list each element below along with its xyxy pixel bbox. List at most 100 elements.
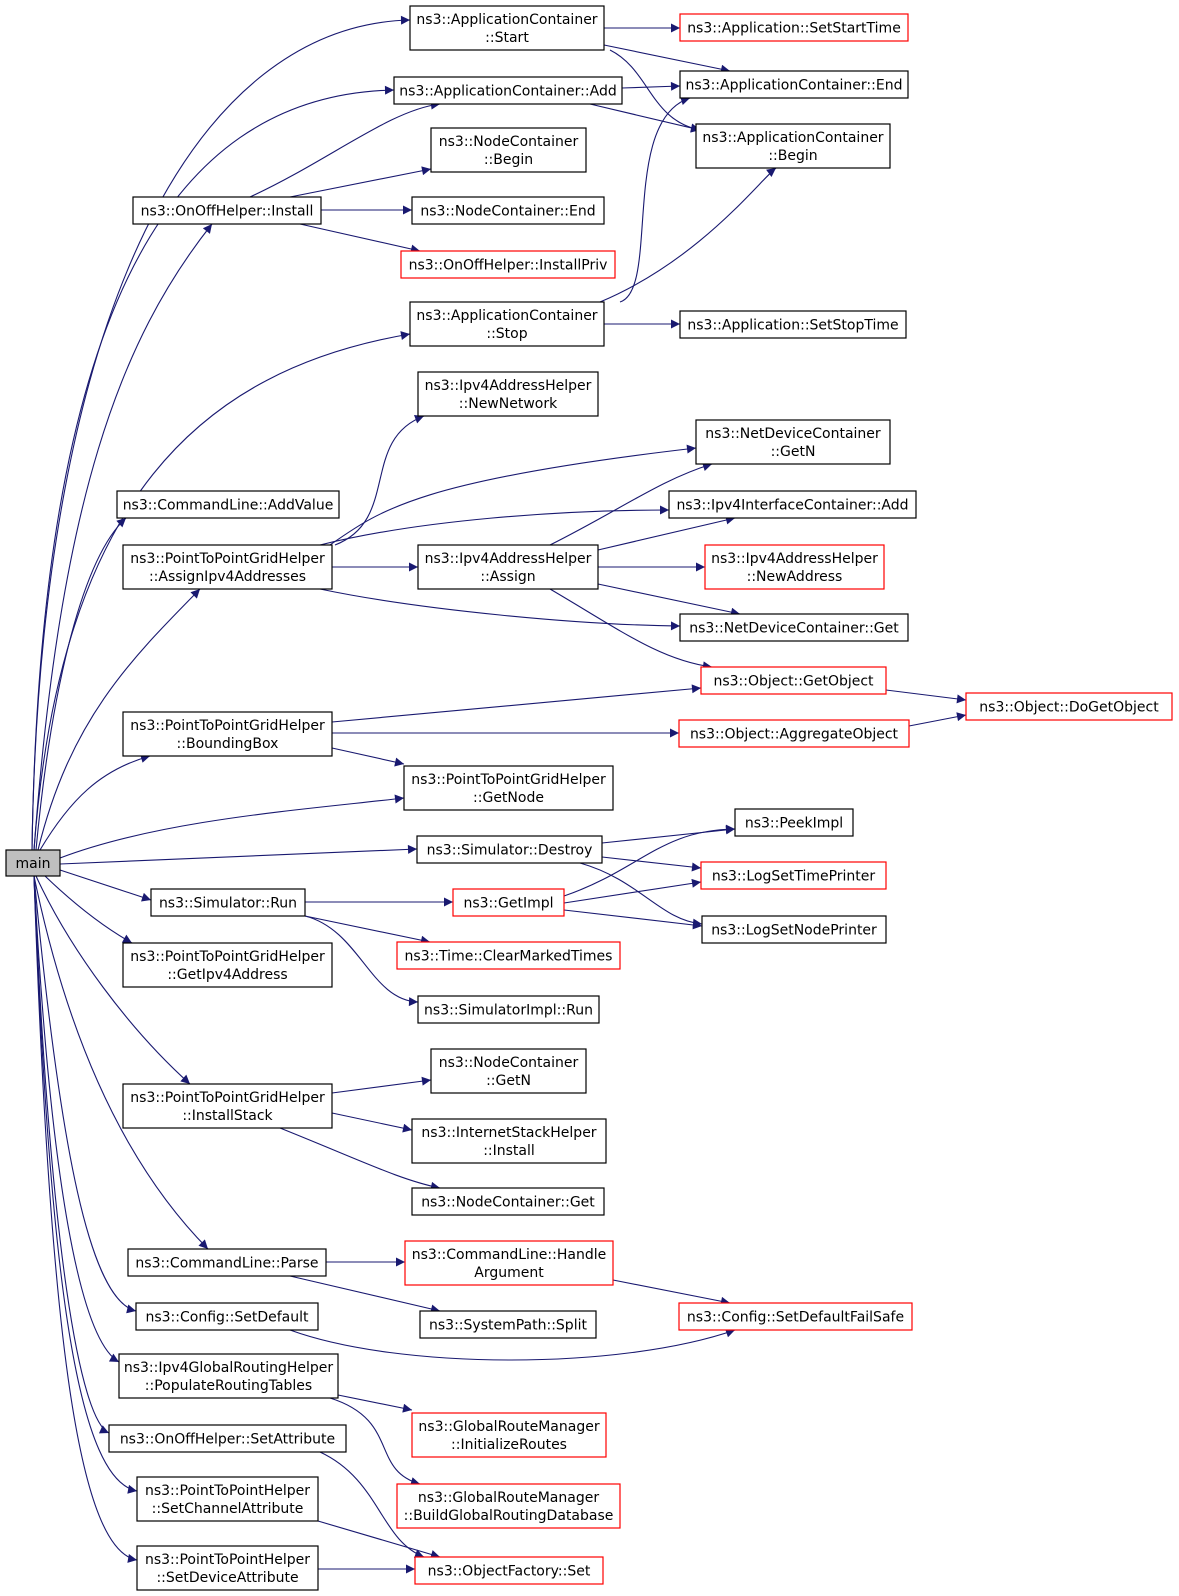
node-box [411, 1412, 607, 1458]
node-time_clear[interactable]: ns3::Time::ClearMarkedTimes [396, 941, 621, 970]
node-main[interactable]: main [5, 849, 61, 877]
node-box [135, 1302, 319, 1331]
node-grm_build[interactable]: ns3::GlobalRouteManager::BuildGlobalRout… [396, 1483, 621, 1529]
node-label: ns3::ApplicationContainer [416, 12, 597, 28]
node-nc_getn[interactable]: ns3::NodeContainer::GetN [430, 1048, 587, 1094]
node-sim_destroy[interactable]: ns3::Simulator::Destroy [416, 835, 603, 864]
node-nc_get[interactable]: ns3::NodeContainer::Get [411, 1187, 605, 1216]
node-obj_aggregate[interactable]: ns3::Object::AggregateObject [678, 719, 910, 748]
node-label: ::BoundingBox [177, 736, 279, 752]
edge-sim_run-to-time_clear [304, 915, 431, 945]
node-onoff_installpriv[interactable]: ns3::OnOffHelper::InstallPriv [400, 250, 616, 279]
node-p2pgh_installstack[interactable]: ns3::PointToPointGridHelper::InstallStac… [122, 1083, 333, 1129]
node-box [396, 941, 621, 970]
node-box [668, 490, 917, 519]
edge-ipv4ah_assign-to-ndc_getn [549, 462, 713, 546]
node-box [679, 310, 907, 339]
node-box [416, 835, 603, 864]
edge-getimpl-to-peekimpl [563, 824, 736, 897]
node-label: ns3::NetDeviceContainer [705, 426, 881, 442]
node-label: ns3::SystemPath::Split [429, 1318, 587, 1334]
edge-p2pgh_assign-to-ndc_get [319, 588, 681, 631]
node-label: ::Install [483, 1143, 535, 1159]
edge-p2pgh_bbox-to-p2pgh_getnode [331, 747, 405, 767]
edge-sim_destroy-to-logsettime [601, 856, 702, 872]
node-ipv4ic_add[interactable]: ns3::Ipv4InterfaceContainer::Add [668, 490, 917, 519]
node-p2pgh_getipv4[interactable]: ns3::PointToPointGridHelper::GetIpv4Addr… [122, 942, 333, 988]
node-peekimpl[interactable]: ns3::PeekImpl [734, 808, 854, 837]
node-box [678, 719, 910, 748]
node-label: ns3::PointToPointGridHelper [130, 551, 325, 567]
node-ipv4ah_newaddr[interactable]: ns3::Ipv4AddressHelper::NewAddress [704, 544, 885, 590]
node-ac_begin[interactable]: ns3::ApplicationContainer::Begin [695, 123, 891, 169]
node-grm_init[interactable]: ns3::GlobalRouteManager::InitializeRoute… [411, 1412, 607, 1458]
node-ac_add[interactable]: ns3::ApplicationContainer::Add [393, 76, 623, 105]
node-label: ns3::OnOffHelper::InstallPriv [409, 258, 608, 274]
node-label: ns3::Config::SetDefaultFailSafe [687, 1310, 904, 1326]
node-ndc_get[interactable]: ns3::NetDeviceContainer::Get [679, 613, 909, 642]
node-box [127, 1248, 327, 1277]
node-sp_split[interactable]: ns3::SystemPath::Split [419, 1310, 597, 1339]
edge-cfg_setdefault-to-cfg_setdefaultfs [289, 1328, 736, 1361]
node-logsetnode[interactable]: ns3::LogSetNodePrinter [701, 915, 887, 944]
node-box [417, 371, 599, 417]
node-cfg_setdefaultfs[interactable]: ns3::Config::SetDefaultFailSafe [678, 1302, 913, 1331]
node-box [700, 666, 887, 695]
edge-main-to-ipv4grh_populate [33, 875, 120, 1363]
edge-ac_start-to-ac_begin [609, 49, 701, 133]
node-sim_run[interactable]: ns3::Simulator::Run [150, 888, 306, 917]
node-ish_install[interactable]: ns3::InternetStackHelper::Install [411, 1118, 607, 1164]
node-cl_parse[interactable]: ns3::CommandLine::Parse [127, 1248, 327, 1277]
node-label: ns3::ApplicationContainer [702, 130, 883, 146]
node-simimpl_run[interactable]: ns3::SimulatorImpl::Run [417, 995, 600, 1024]
node-ndc_getn[interactable]: ns3::NetDeviceContainer::GetN [695, 419, 891, 465]
node-label: ns3::ApplicationContainer::Add [399, 84, 616, 100]
edge-obj_aggregate-to-obj_dogetobject [908, 712, 967, 727]
node-app_setstart[interactable]: ns3::Application::SetStartTime [679, 13, 909, 42]
node-box [452, 888, 565, 917]
edge-p2pgh_bbox-to-obj_getobject [331, 684, 702, 723]
node-ipv4ah_newnet[interactable]: ns3::Ipv4AddressHelper::NewNetwork [417, 371, 599, 417]
edge-main-to-p2pgh_bbox [39, 754, 151, 851]
node-label: ns3::ObjectFactory::Set [428, 1564, 591, 1580]
node-obj_dogetobject[interactable]: ns3::Object::DoGetObject [965, 692, 1173, 721]
edge-ipv4ah_assign-to-obj_getobject [549, 588, 713, 671]
node-box [679, 613, 909, 642]
node-logsettime[interactable]: ns3::LogSetTimePrinter [700, 861, 887, 890]
node-objfactory_set[interactable]: ns3::ObjectFactory::Set [414, 1556, 604, 1585]
node-cl_addvalue[interactable]: ns3::CommandLine::AddValue [116, 490, 340, 519]
node-label: ::SetDeviceAttribute [156, 1570, 298, 1586]
node-nc_end[interactable]: ns3::NodeContainer::End [411, 196, 605, 225]
node-box [411, 196, 605, 225]
node-label: ns3::PointToPointGridHelper [411, 772, 606, 788]
node-ac_start[interactable]: ns3::ApplicationContainer::Start [409, 5, 605, 51]
edge-main-to-p2ph_setchan [33, 875, 138, 1494]
node-box [5, 849, 61, 877]
node-ipv4grh_populate[interactable]: ns3::Ipv4GlobalRoutingHelper::PopulateRo… [118, 1353, 339, 1399]
node-cfg_setdefault[interactable]: ns3::Config::SetDefault [135, 1302, 319, 1331]
node-app_setstop[interactable]: ns3::Application::SetStopTime [679, 310, 907, 339]
node-p2pgh_getnode[interactable]: ns3::PointToPointGridHelper::GetNode [403, 765, 614, 811]
node-label: ns3::GlobalRouteManager [418, 1419, 599, 1435]
edge-p2pgh_installstack-to-nc_getn [331, 1076, 432, 1094]
node-onoff_setattr[interactable]: ns3::OnOffHelper::SetAttribute [108, 1424, 347, 1453]
edges-layer [31, 15, 967, 1574]
node-ac_end[interactable]: ns3::ApplicationContainer::End [679, 70, 909, 99]
edge-main-to-p2pgh_getipv4 [44, 875, 133, 944]
node-label: ns3::Simulator::Run [159, 896, 297, 912]
node-label: ns3::Application::SetStartTime [687, 21, 901, 37]
node-p2pgh_bbox[interactable]: ns3::PointToPointGridHelper::BoundingBox [122, 711, 333, 757]
node-getimpl[interactable]: ns3::GetImpl [452, 888, 565, 917]
node-box [679, 70, 909, 99]
node-onoff_install[interactable]: ns3::OnOffHelper::Install [132, 196, 322, 225]
node-label: Argument [474, 1265, 544, 1281]
node-box [400, 250, 616, 279]
node-ipv4ah_assign[interactable]: ns3::Ipv4AddressHelper::Assign [417, 544, 599, 590]
node-obj_getobject[interactable]: ns3::Object::GetObject [700, 666, 887, 695]
node-ac_stop[interactable]: ns3::ApplicationContainer::Stop [409, 301, 605, 347]
node-nc_begin[interactable]: ns3::NodeContainer::Begin [430, 127, 587, 173]
node-p2ph_setdev[interactable]: ns3::PointToPointHelper::SetDeviceAttrib… [136, 1545, 319, 1591]
node-p2pgh_assign[interactable]: ns3::PointToPointGridHelper::AssignIpv4A… [122, 544, 333, 590]
node-p2ph_setchan[interactable]: ns3::PointToPointHelper::SetChannelAttri… [136, 1476, 319, 1522]
